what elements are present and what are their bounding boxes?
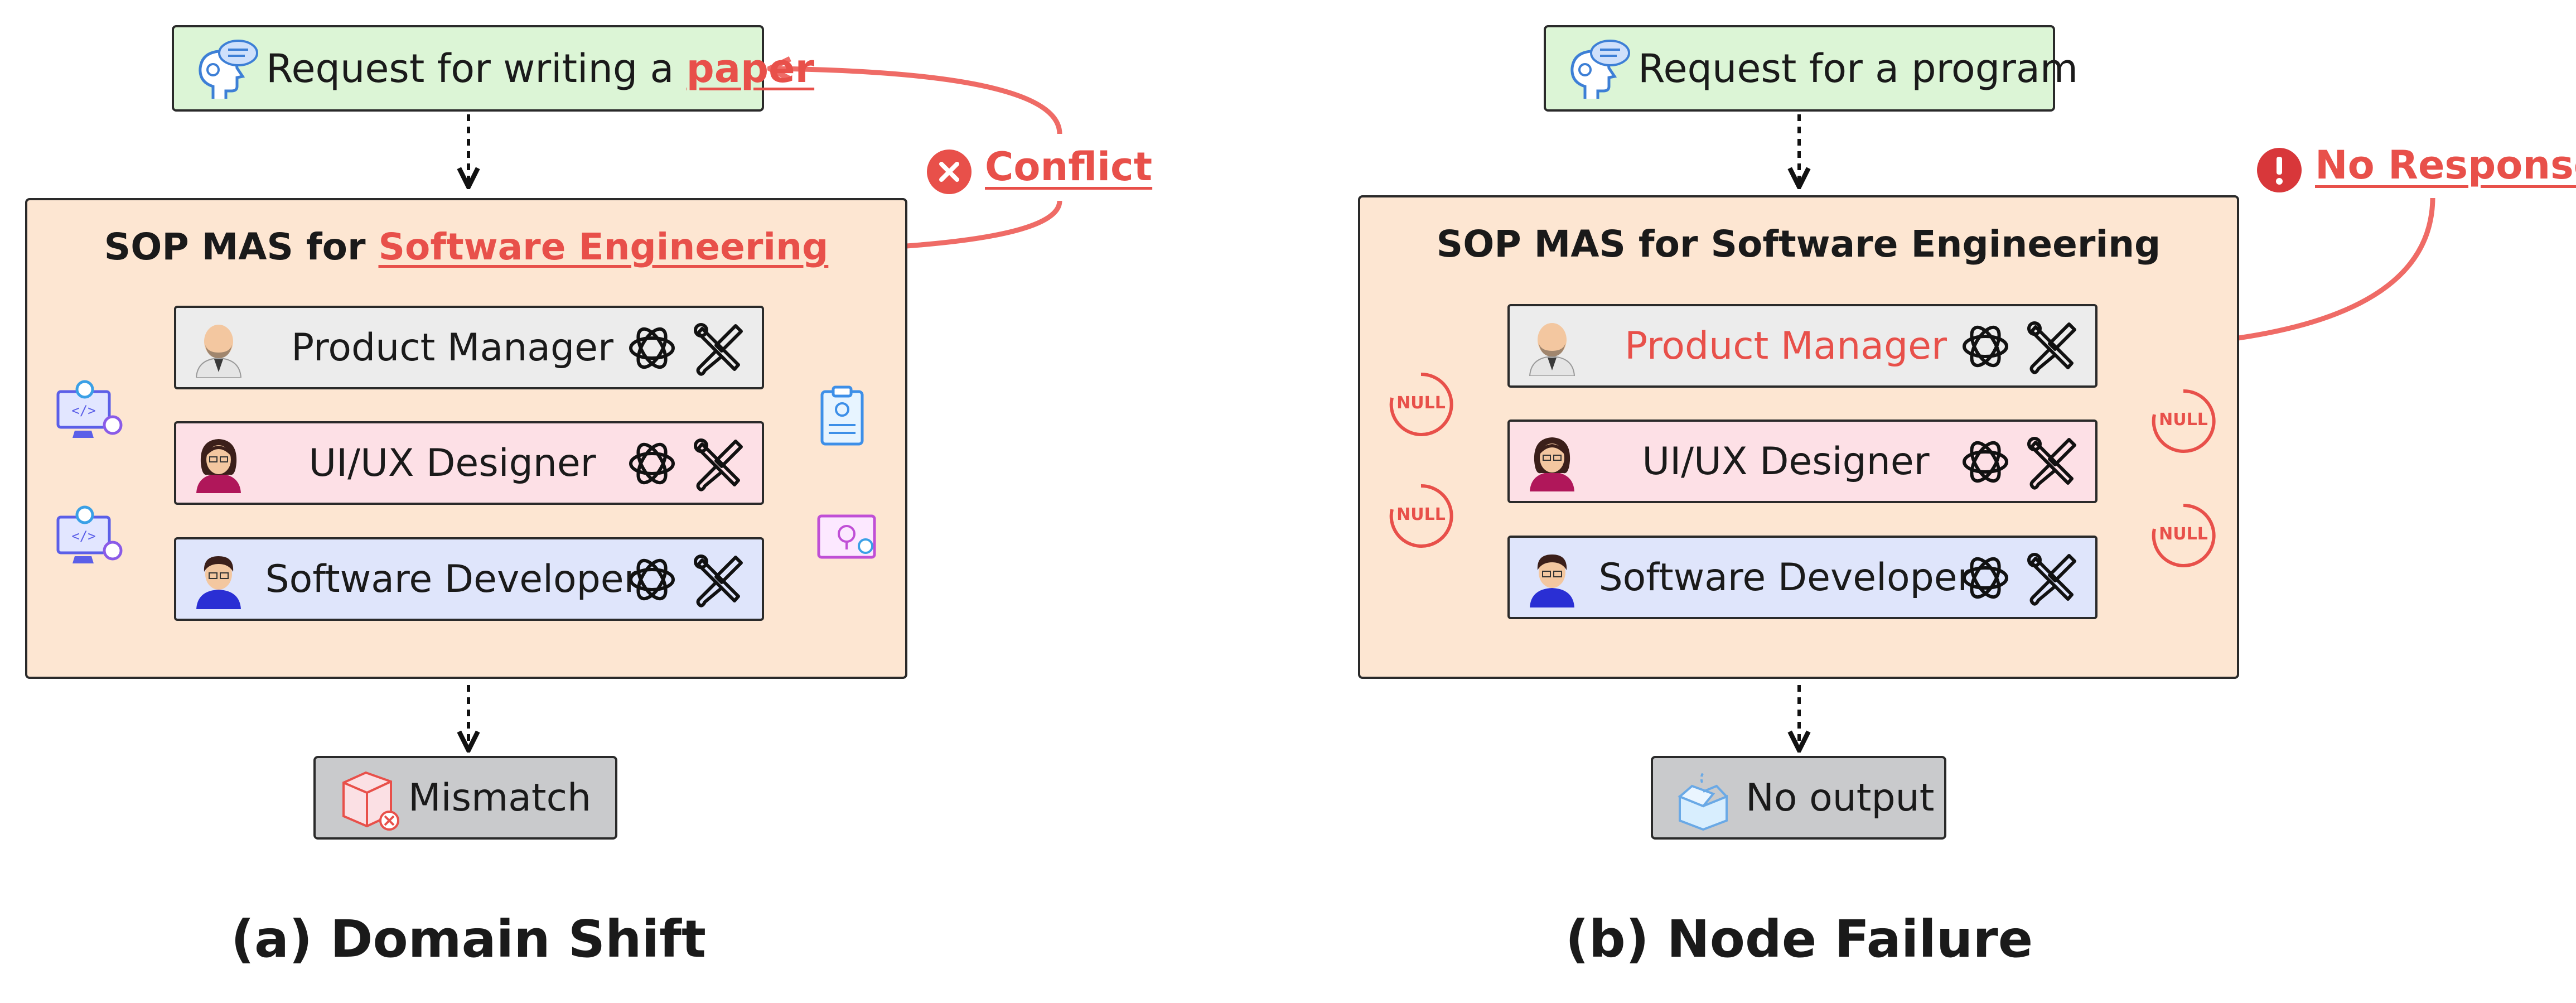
- null-label: NULL: [2159, 524, 2208, 544]
- role-label-designer-a: UI/UX Designer: [308, 441, 596, 485]
- role-product-manager-a: Product Manager: [174, 306, 764, 389]
- output-label-a: Mismatch: [408, 775, 592, 820]
- role-label-developer-a: Software Developer: [265, 557, 640, 601]
- designer-avatar-icon: [196, 439, 241, 493]
- openai-logo-icon: [1963, 441, 2008, 483]
- developer-screen-icon: </>: [56, 380, 123, 438]
- caption-b: (b) Node Failure: [1565, 909, 2033, 969]
- tools-icon: [2027, 437, 2076, 490]
- null-ring-icon: NULL: [2150, 502, 2217, 569]
- svg-text:</>: </>: [71, 403, 95, 418]
- developer-avatar-icon: [196, 556, 241, 609]
- request-prefix: Request for writing a: [266, 45, 687, 91]
- thinking-head-icon: [199, 40, 258, 99]
- output-box-a: Mismatch: [313, 756, 617, 840]
- role-label-pm-a: Product Manager: [291, 325, 613, 370]
- output-label-b: No output: [1746, 775, 1935, 820]
- request-text-b: Request for a program: [1638, 45, 2079, 91]
- role-label-pm-b: Product Manager: [1625, 324, 1947, 368]
- exclamation-circle-icon: [2257, 148, 2302, 192]
- role-ui-ux-designer-a: UI/UX Designer: [174, 421, 764, 505]
- role-label-designer-b: UI/UX Designer: [1642, 439, 1930, 484]
- request-box-b: Request for a program: [1544, 25, 2078, 112]
- openai-logo-icon: [629, 327, 675, 369]
- request-box-a: Request for writing a paper: [172, 25, 814, 112]
- tools-icon: [2027, 553, 2076, 606]
- no-response-label: No Response: [2315, 142, 2576, 188]
- tools-icon: [694, 323, 743, 376]
- role-software-developer-a: Software Developer: [174, 537, 764, 621]
- request-text-a: Request for writing a paper: [266, 46, 814, 91]
- openai-logo-icon: [1963, 325, 2008, 368]
- mas-title-prefix: SOP MAS for: [104, 225, 379, 268]
- conflict-label: Conflict: [985, 144, 1153, 190]
- role-label-developer-b: Software Developer: [1598, 555, 1973, 600]
- thinking-head-icon: [1570, 40, 1630, 99]
- broken-box-icon: [342, 771, 399, 831]
- designer-avatar-icon: [1530, 437, 1574, 491]
- empty-box-icon: [1678, 770, 1728, 831]
- openai-logo-icon: [1963, 557, 2008, 599]
- mas-title-a: SOP MAS for Software Engineering: [27, 225, 905, 268]
- conflict-label-group: Conflict: [926, 144, 1153, 200]
- tools-icon: [694, 438, 743, 491]
- null-label: NULL: [1396, 505, 1446, 524]
- svg-text:</>: </>: [71, 528, 95, 544]
- mas-title-b: SOP MAS for Software Engineering: [1436, 223, 2161, 266]
- role-product-manager-b: Product Manager: [1507, 304, 2097, 388]
- openai-logo-icon: [629, 442, 675, 485]
- caption-a: (a) Domain Shift: [230, 909, 707, 969]
- product-manager-avatar-icon: [1529, 323, 1575, 376]
- null-ring-icon: NULL: [2150, 388, 2217, 455]
- developer-screen-icon: </>: [56, 505, 123, 563]
- no-response-label-group: No Response: [2256, 142, 2576, 198]
- null-ring-icon: NULL: [1388, 371, 1454, 438]
- role-software-developer-b: Software Developer: [1507, 536, 2097, 619]
- tools-icon: [2027, 321, 2076, 374]
- design-board-icon: [817, 514, 876, 559]
- output-box-b: No output: [1651, 756, 1946, 840]
- mas-title-highlight: Software Engineering: [378, 225, 829, 268]
- openai-logo-icon: [629, 558, 675, 601]
- tools-icon: [694, 554, 743, 607]
- request-highlight: paper: [686, 45, 815, 91]
- null-label: NULL: [2159, 410, 2208, 430]
- developer-avatar-icon: [1530, 554, 1574, 607]
- null-ring-icon: NULL: [1388, 483, 1454, 549]
- close-circle-icon: [927, 150, 972, 194]
- clipboard-checklist-icon: [820, 385, 864, 446]
- product-manager-avatar-icon: [195, 325, 242, 378]
- role-ui-ux-designer-b: UI/UX Designer: [1507, 419, 2097, 503]
- null-label: NULL: [1396, 393, 1446, 413]
